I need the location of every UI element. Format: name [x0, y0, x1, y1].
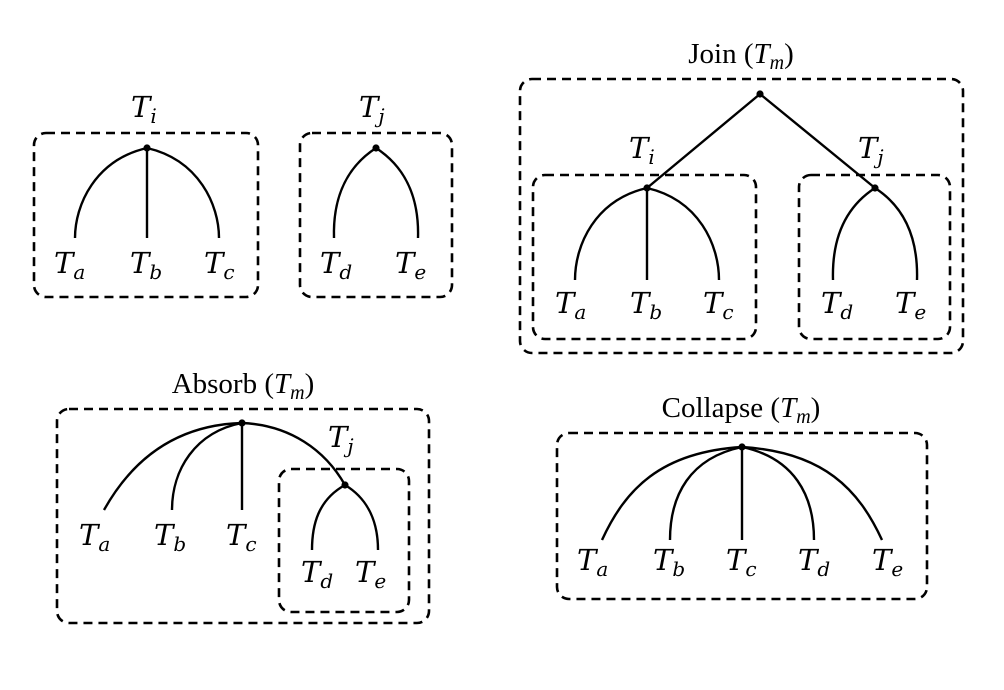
join-outer-box [518, 77, 965, 355]
absorb-tj-edge-e [344, 483, 380, 551]
absorb-label-tj: Tj [328, 420, 354, 458]
join-tj-box [797, 173, 952, 341]
join-ti-node [643, 184, 651, 192]
join-leaf-tb: Tb [630, 286, 662, 324]
panel-absorb: Absorb (Tm) Ta Tb Tc Tj Td Te [55, 368, 431, 625]
join-label-tj: Tj [858, 131, 884, 169]
collapse-edge-b [668, 445, 743, 541]
ti-box [32, 131, 260, 299]
absorb-leaf-td: Td [301, 555, 333, 593]
join-edge-ti [646, 93, 761, 189]
absorb-leaf-ta: Ta [79, 518, 110, 556]
join-label-ti: Ti [629, 131, 655, 169]
ti-edge-c [146, 146, 221, 239]
collapse-leaf-td: Td [798, 543, 830, 581]
ti-root-node [143, 144, 151, 152]
join-tj-edge-d [831, 186, 876, 281]
collapse-root-node [738, 443, 746, 451]
tj-leaf-td: Td [320, 246, 352, 284]
tj-edge-e [375, 146, 420, 239]
panel-ti: Ti Ta Tb Tc [32, 90, 260, 299]
label-ti: Ti [131, 90, 157, 128]
join-leaf-ta: Ta [555, 286, 586, 324]
join-leaf-tc: Tc [703, 286, 734, 324]
absorb-title: Absorb (Tm) [172, 368, 315, 404]
join-title: Join (Tm) [688, 38, 794, 74]
collapse-box [555, 431, 929, 601]
ti-edge-a [73, 146, 148, 239]
panel-join: Join (Tm) Ti Ta Tb Tc Tj Td Te [518, 38, 965, 355]
ti-leaf-tc: Tc [204, 246, 235, 284]
collapse-leaf-tc: Tc [726, 543, 757, 581]
collapse-edge-d [741, 445, 816, 541]
join-leaf-td: Td [821, 286, 853, 324]
collapse-title: Collapse (Tm) [662, 392, 821, 428]
absorb-edge-a [102, 421, 243, 511]
absorb-leaf-te: Te [355, 555, 386, 593]
label-tj: Tj [359, 90, 385, 128]
join-ti-box [531, 173, 758, 341]
collapse-edge-e [741, 445, 884, 541]
absorb-edge-b [170, 421, 243, 511]
tj-box [298, 131, 454, 299]
absorb-tj-edge-d [310, 483, 346, 551]
collapse-leaf-tb: Tb [653, 543, 685, 581]
absorb-root-node [238, 419, 246, 427]
collapse-leaf-ta: Ta [577, 543, 608, 581]
ti-leaf-tb: Tb [130, 246, 162, 284]
absorb-leaf-tc: Tc [226, 518, 257, 556]
ti-leaf-ta: Ta [54, 246, 85, 284]
collapse-leaf-te: Te [872, 543, 903, 581]
join-ti-edge-c [646, 186, 721, 281]
join-edge-tj [759, 93, 876, 189]
tj-edge-d [332, 146, 377, 239]
absorb-tj-node [341, 481, 349, 489]
absorb-outer-box [55, 407, 431, 625]
join-leaf-te: Te [895, 286, 926, 324]
join-root-node [756, 90, 764, 98]
absorb-tj-box [277, 467, 411, 614]
join-ti-edge-a [573, 186, 648, 281]
panel-collapse: Collapse (Tm) Ta Tb Tc Td Te [555, 392, 929, 601]
collapse-edge-a [600, 445, 743, 541]
join-tj-node [871, 184, 879, 192]
panel-tj: Tj Td Te [298, 90, 454, 299]
tj-root-node [372, 144, 380, 152]
join-tj-edge-e [874, 186, 919, 281]
absorb-edge-tj [241, 421, 347, 486]
absorb-leaf-tb: Tb [154, 518, 186, 556]
tj-leaf-te: Te [395, 246, 426, 284]
